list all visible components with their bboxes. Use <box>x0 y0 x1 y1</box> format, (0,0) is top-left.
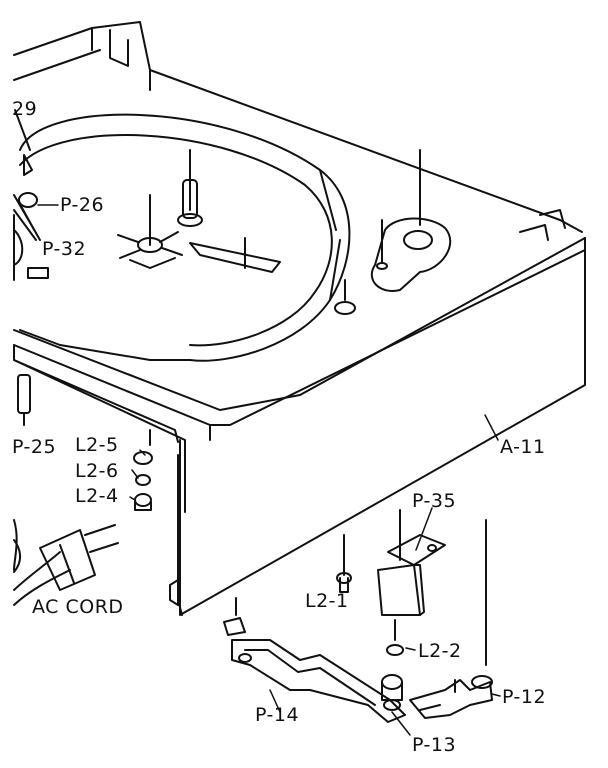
p13-roller <box>381 674 403 711</box>
label-l2-1: L2-1 <box>305 590 349 612</box>
motor-mount <box>370 149 452 292</box>
label-ac-cord: AC CORD <box>32 596 124 618</box>
label-29: 29 <box>12 98 38 120</box>
p25-pin <box>17 374 31 426</box>
washers <box>133 429 153 511</box>
spindle-hub <box>117 194 183 269</box>
label-a11: A-11 <box>500 436 546 458</box>
label-p13: P-13 <box>412 734 457 756</box>
cabinet-body <box>13 21 586 616</box>
l2-2-screw <box>386 619 404 656</box>
post-pin <box>177 149 203 227</box>
p14-lever <box>223 597 406 723</box>
slot-lever <box>189 237 281 273</box>
label-p12: P-12 <box>502 686 547 708</box>
ac-cord-plug <box>13 519 119 606</box>
label-p25: P-25 <box>12 436 57 458</box>
leader-lines <box>17 199 501 736</box>
label-l2-6: L2-6 <box>75 460 119 482</box>
label-p35: P-35 <box>412 490 457 512</box>
label-l2-2: L2-2 <box>418 640 462 662</box>
label-l2-5: L2-5 <box>75 434 119 456</box>
foot-grommet <box>334 279 356 315</box>
label-p26: P-26 <box>60 194 105 216</box>
l2-1-screw <box>336 534 352 593</box>
turntable-well <box>19 113 351 362</box>
label-p14: P-14 <box>255 704 300 726</box>
p35-bracket <box>377 509 446 616</box>
label-p32: P-32 <box>42 238 87 260</box>
label-l2-4: L2-4 <box>75 485 119 507</box>
p12-arm <box>409 519 493 719</box>
